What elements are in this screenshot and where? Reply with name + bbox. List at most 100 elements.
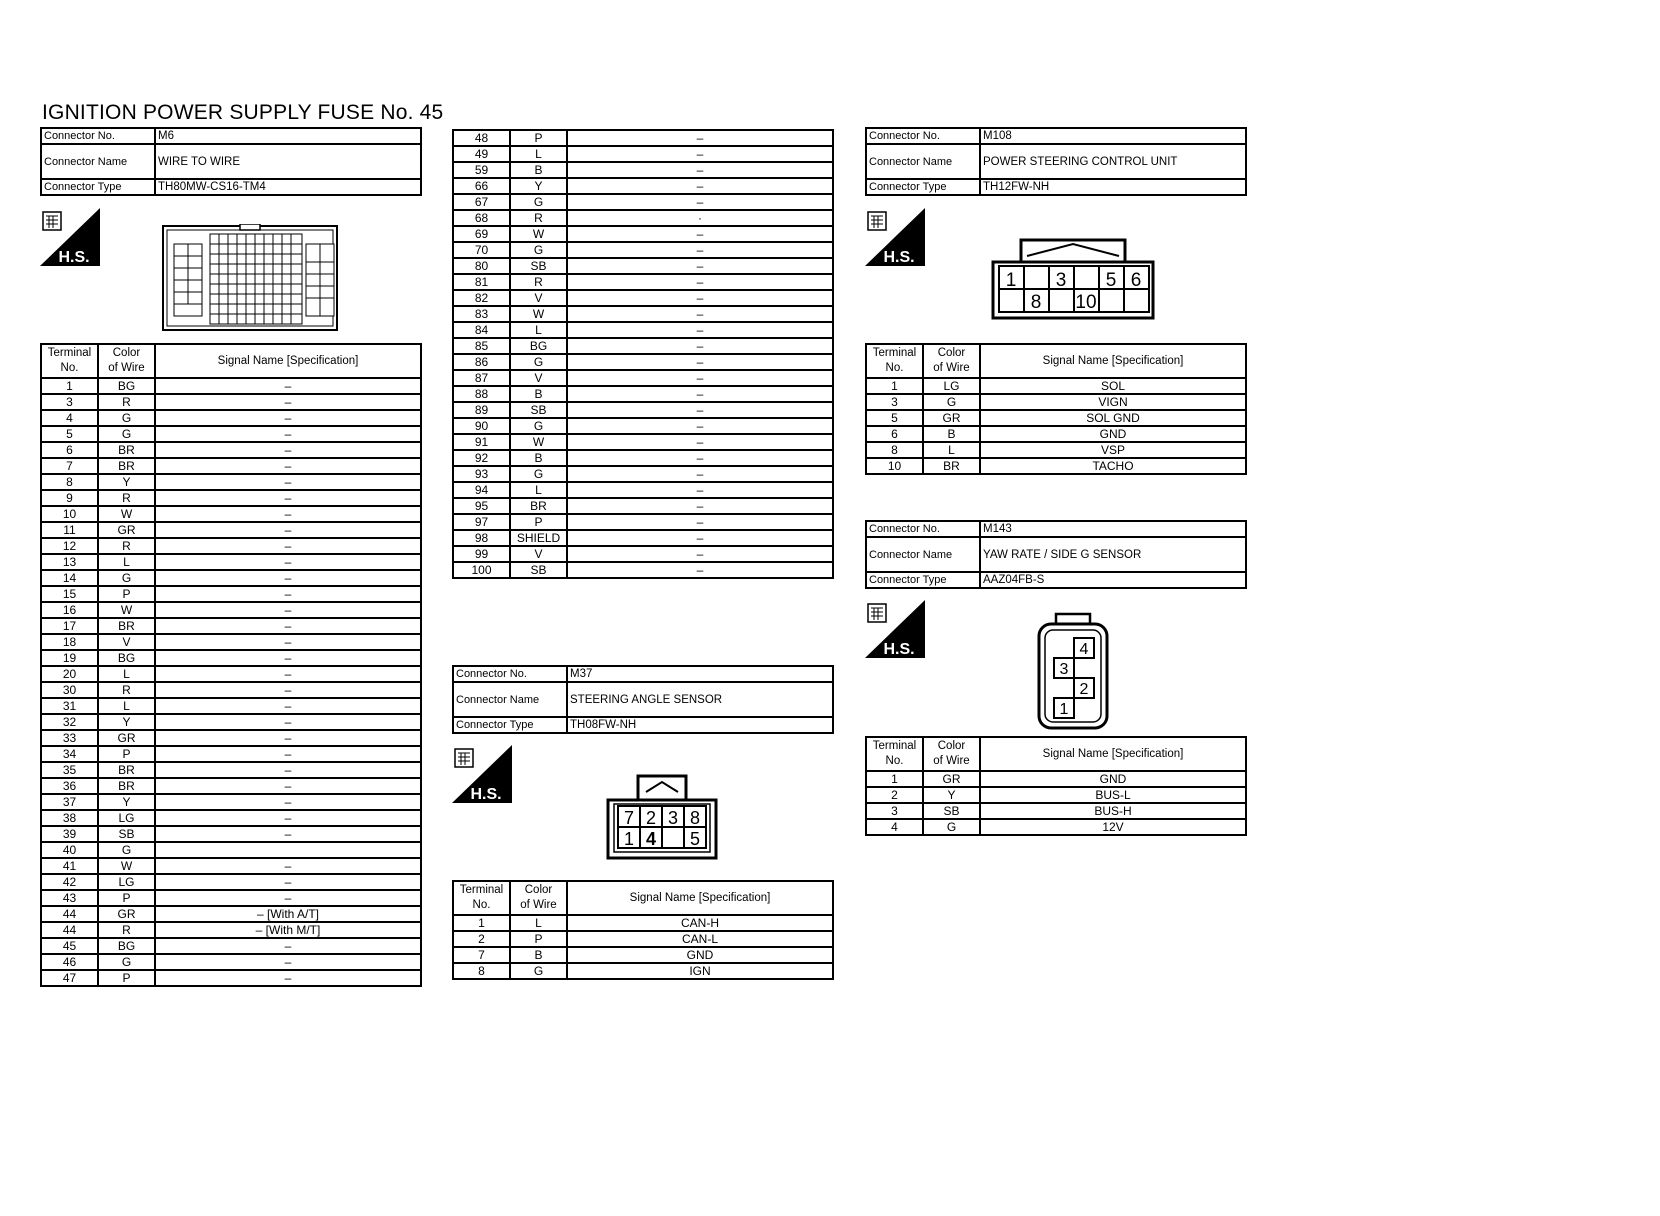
terminal-no-cell: 6 — [40, 441, 99, 459]
signal-name-cell: – — [154, 585, 422, 603]
terminal-no-cell: 94 — [452, 481, 511, 499]
terminal-no-cell: 81 — [452, 273, 511, 291]
terminal-no-cell: 44 — [40, 905, 99, 923]
terminal-no-cell: 90 — [452, 417, 511, 435]
m6-connector-type: TH80MW-CS16-TM4 — [154, 178, 422, 196]
signal-name-header: Signal Name [Specification] — [566, 880, 834, 916]
wire-color-cell: B — [509, 946, 568, 964]
page-title: IGNITION POWER SUPPLY FUSE No. 45 — [42, 101, 444, 124]
signal-name-cell: – — [154, 377, 422, 395]
signal-name-cell: – — [154, 505, 422, 523]
terminal-no-cell: 31 — [40, 697, 99, 715]
wire-color-cell: BG — [97, 377, 156, 395]
wire-color-cell: G — [922, 393, 981, 411]
signal-name-cell: – [With A/T] — [154, 905, 422, 923]
terminal-no-cell: 10 — [40, 505, 99, 523]
signal-name-cell: – — [154, 969, 422, 987]
wire-color-cell: G — [509, 417, 568, 435]
signal-name-cell — [154, 841, 422, 859]
signal-name-cell: · — [566, 209, 834, 227]
terminal-no-cell: 15 — [40, 585, 99, 603]
signal-name-header: Signal Name [Specification] — [154, 343, 422, 379]
wire-color-cell: Y — [922, 786, 981, 804]
wire-color-cell: GR — [922, 409, 981, 427]
terminal-no-cell: 36 — [40, 777, 99, 795]
terminal-no-cell: 67 — [452, 193, 511, 211]
wire-color-cell: L — [922, 441, 981, 459]
signal-name-cell: – — [154, 953, 422, 971]
connector-no-label: Connector No. — [452, 665, 568, 683]
m108-pin: 1 — [1006, 270, 1017, 291]
wire-color-cell: Y — [97, 713, 156, 731]
wire-color-cell: V — [509, 289, 568, 307]
signal-name-cell: – — [154, 409, 422, 427]
terminal-no-cell: 37 — [40, 793, 99, 811]
signal-name-cell: – — [154, 601, 422, 619]
terminal-no-cell: 59 — [452, 161, 511, 179]
wire-color-cell: BG — [509, 337, 568, 355]
signal-name-cell: – — [566, 145, 834, 163]
hs-label: H.S. — [58, 249, 89, 266]
terminal-no-cell: 4 — [40, 409, 99, 427]
m108-pin: 8 — [1031, 292, 1042, 313]
terminal-no-cell: 49 — [452, 145, 511, 163]
terminal-no-cell: 80 — [452, 257, 511, 275]
signal-name-cell: VIGN — [979, 393, 1247, 411]
m108-pin: 10 — [1075, 292, 1096, 313]
signal-name-cell: IGN — [566, 962, 834, 980]
connector-no-label: Connector No. — [865, 127, 981, 145]
terminal-no-cell: 8 — [865, 441, 924, 459]
wire-color-cell: L — [509, 145, 568, 163]
terminal-no-cell: 30 — [40, 681, 99, 699]
terminal-no-cell: 97 — [452, 513, 511, 531]
signal-name-cell: – — [154, 425, 422, 443]
wire-color-cell: G — [509, 962, 568, 980]
terminal-no-cell: 99 — [452, 545, 511, 563]
terminal-no-cell: 84 — [452, 321, 511, 339]
wire-color-cell: W — [97, 601, 156, 619]
terminal-no-cell: 19 — [40, 649, 99, 667]
m143-pin: 1 — [1060, 701, 1069, 718]
terminal-no-cell: 86 — [452, 353, 511, 371]
terminal-no-cell: 16 — [40, 601, 99, 619]
signal-name-cell: – — [154, 681, 422, 699]
wire-color-cell: L — [509, 914, 568, 932]
signal-name-cell: – — [154, 745, 422, 763]
signal-name-cell: – — [154, 873, 422, 891]
signal-name-cell: – — [154, 761, 422, 779]
wire-color-cell: R — [509, 209, 568, 227]
wire-color-cell: B — [509, 385, 568, 403]
wire-color-cell: P — [97, 585, 156, 603]
m108-connector-type: TH12FW-NH — [979, 178, 1247, 196]
wire-color-cell: W — [97, 505, 156, 523]
terminal-no-cell: 3 — [865, 393, 924, 411]
signal-name-cell: – — [566, 513, 834, 531]
signal-name-cell: – — [154, 793, 422, 811]
